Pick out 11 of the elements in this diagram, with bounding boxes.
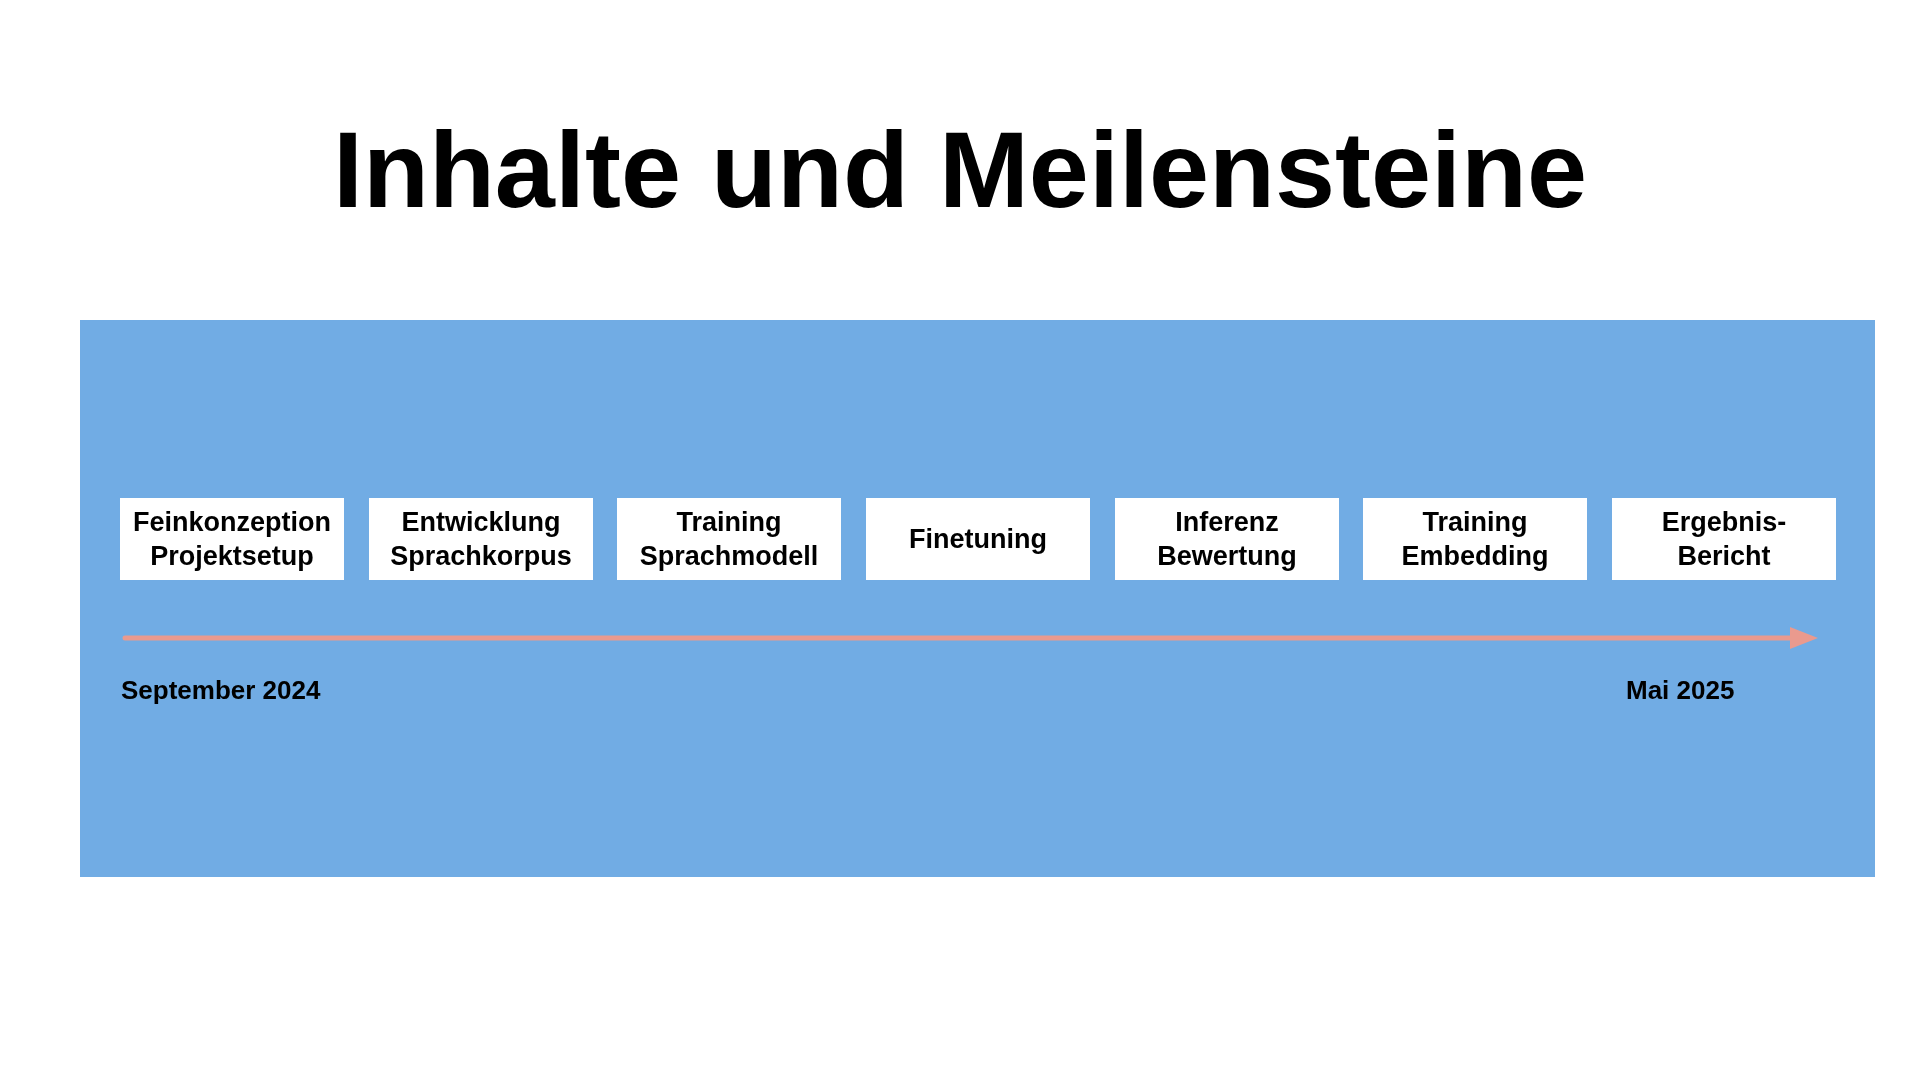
date-label: September 2024 [121, 675, 321, 705]
milestone-card: Feinkonzeption Projektsetup [120, 498, 344, 580]
milestone-card: Finetuning [866, 498, 1090, 580]
milestone-card: Training Sprachmodell [617, 498, 841, 580]
milestone-card: Entwicklung Sprachkorpus [369, 498, 593, 580]
slide-title: Inhalte und Meilensteine [332, 108, 1588, 232]
milestone-card: Training Embedding [1363, 498, 1587, 580]
milestone-card: Ergebnis- Bericht [1612, 498, 1836, 580]
timeline-panel [80, 320, 1875, 877]
date-label: Mai 2025 [1626, 675, 1735, 705]
milestone-card: Inferenz Bewertung [1115, 498, 1339, 580]
